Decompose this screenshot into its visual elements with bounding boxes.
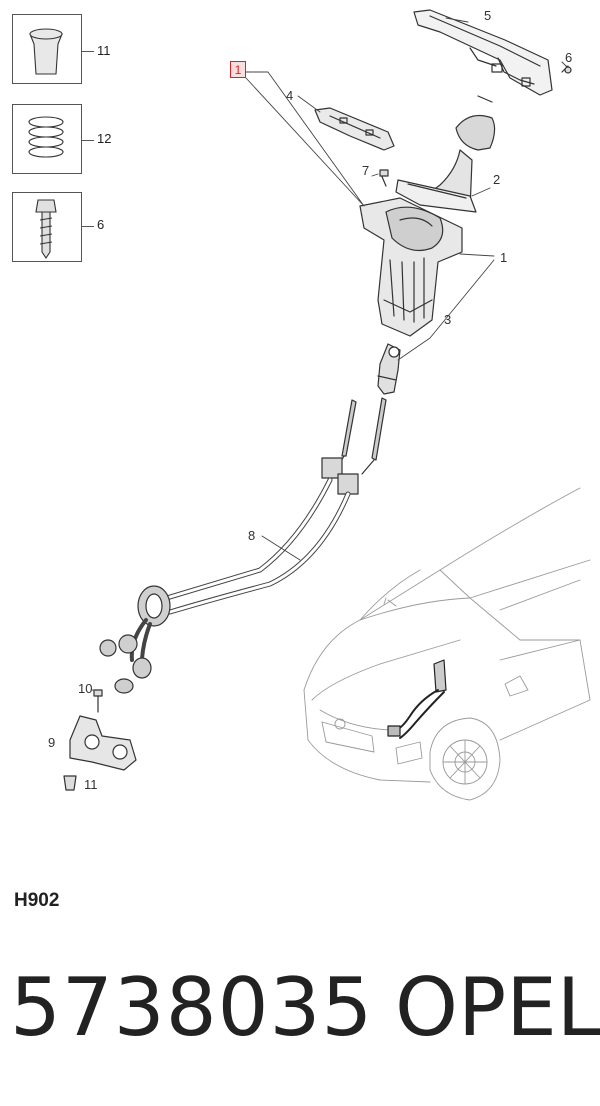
cable-connector-part <box>377 343 401 395</box>
callout-5: 5 <box>484 8 492 23</box>
legend-box-spring <box>12 104 82 174</box>
shifter-housing-part <box>359 197 463 337</box>
screw-icon <box>35 199 57 259</box>
vehicle-shifter-highlight <box>387 659 447 739</box>
callout-7: 7 <box>362 163 370 178</box>
diagram-code: H902 <box>14 890 60 911</box>
legend-leader <box>82 140 94 141</box>
legend-icons <box>28 28 64 259</box>
screw-part-7 <box>379 169 389 187</box>
mounting-bracket-part <box>69 715 137 771</box>
callout-9: 9 <box>48 735 56 750</box>
bushing-part-bottom <box>63 775 77 791</box>
callout-3: 3 <box>444 312 452 327</box>
vehicle-outline <box>303 487 591 801</box>
legend-label-spring: 12 <box>97 131 112 146</box>
bushing-icon <box>29 33 63 75</box>
callout-2: 2 <box>493 172 501 187</box>
gear-knob-part <box>395 95 496 213</box>
part-number: 5738035 <box>10 961 374 1054</box>
callout-4: 4 <box>286 88 294 103</box>
legend-label-screw: 6 <box>97 217 105 232</box>
callout-10: 10 <box>78 681 93 696</box>
callout-1-highlighted: 1 <box>230 61 246 78</box>
legend-leader <box>82 226 94 227</box>
callout-8: 8 <box>248 528 256 543</box>
trim-panel-part <box>413 9 553 96</box>
bracket-part <box>314 107 395 151</box>
shift-cable-part <box>99 397 387 694</box>
leader-lines <box>91 17 567 691</box>
legend-leader <box>82 51 94 52</box>
callout-11: 11 <box>84 777 98 792</box>
screw-part-10 <box>93 689 103 713</box>
brand-name: OPEL <box>395 961 600 1054</box>
spring-icon <box>28 116 64 158</box>
callout-1: 1 <box>500 250 508 265</box>
legend-label-bushing: 11 <box>97 43 111 58</box>
screw-part-right <box>561 65 572 74</box>
callout-6: 6 <box>565 50 573 65</box>
